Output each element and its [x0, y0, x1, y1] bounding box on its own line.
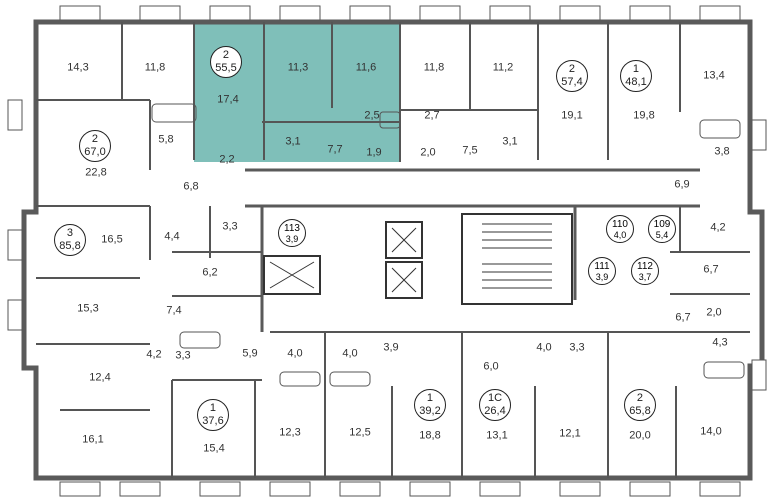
room-area: 3,1	[285, 135, 301, 148]
room-area: 12,3	[279, 426, 301, 439]
room-area: 6,2	[202, 266, 218, 279]
elevator-marks	[269, 227, 417, 293]
room-area: 7,7	[327, 143, 343, 156]
room-area: 12,1	[559, 427, 581, 440]
room-area: 6,0	[483, 360, 499, 373]
room-area: 4,3	[712, 336, 728, 349]
room-area: 12,4	[89, 371, 111, 384]
room-area: 12,5	[349, 426, 371, 439]
selected-apartment-rooms: 2	[222, 49, 230, 61]
outer-walls	[21, 19, 765, 481]
room-area: 16,1	[82, 433, 104, 446]
room-area: 7,5	[462, 144, 478, 157]
room-area: 11,8	[423, 61, 445, 74]
room-area: 16,5	[101, 233, 123, 246]
room-area: 3,9	[383, 341, 399, 354]
room-area: 11,8	[144, 61, 166, 74]
room-area: 19,1	[561, 109, 583, 122]
room-area: 4,2	[146, 348, 162, 361]
room-area: 6,8	[183, 180, 199, 193]
bathtubs	[151, 103, 745, 387]
room-area: 6,7	[675, 311, 691, 324]
room-area: 11,3	[287, 61, 309, 74]
room-area: 6,9	[674, 178, 690, 191]
room-area: 7,4	[166, 304, 182, 317]
apartment-badge-circle[interactable]	[556, 60, 588, 92]
room-area: 17,4	[217, 93, 239, 106]
room-area: 4,0	[536, 341, 552, 354]
room-area: 2,0	[706, 306, 722, 319]
apartment-badge-circle[interactable]	[620, 60, 652, 92]
room-area: 18,8	[419, 429, 441, 442]
room-area: 4,2	[710, 221, 726, 234]
windows	[7, 5, 767, 497]
room-area: 1,9	[366, 146, 382, 159]
selected-apartment-label: 2 55,5	[215, 50, 236, 74]
room-area: 2,5	[364, 109, 380, 122]
selected-apartment-area: 55,5	[215, 62, 237, 74]
room-area: 2,7	[424, 109, 440, 122]
corridor-walls	[245, 168, 700, 332]
room-area: 4,4	[164, 230, 180, 243]
room-area: 2,0	[420, 146, 436, 159]
room-area: 5,8	[158, 133, 174, 146]
room-area: 3,3	[222, 220, 238, 233]
room-area: 20,0	[629, 429, 651, 442]
room-area: 2,2	[219, 153, 235, 166]
room-area: 3,3	[569, 341, 585, 354]
apartment-badge-circle[interactable]	[479, 389, 511, 421]
apartment-badge-circle[interactable]	[79, 130, 111, 162]
apartment-badge-circle[interactable]	[197, 399, 229, 431]
interior-walls	[36, 22, 750, 478]
room-area: 19,8	[633, 109, 655, 122]
selected-apartment-badge[interactable]	[210, 46, 242, 78]
core	[263, 213, 573, 305]
room-area: 22,8	[85, 166, 107, 179]
room-area: 6,7	[703, 263, 719, 276]
stairs	[482, 223, 552, 289]
room-area: 11,2	[492, 61, 514, 74]
room-area: 11,6	[355, 61, 377, 74]
room-area: 13,4	[703, 69, 725, 82]
room-area: 14,3	[67, 61, 89, 74]
room-area: 4,0	[287, 347, 303, 360]
room-area: 3,3	[175, 349, 191, 362]
room-area: 14,0	[700, 425, 722, 438]
apartment-badge-circle[interactable]	[54, 224, 86, 256]
room-area: 3,1	[502, 135, 518, 148]
apartment-badge-circle[interactable]	[414, 389, 446, 421]
room-area: 13,1	[486, 429, 508, 442]
room-area: 15,3	[77, 302, 99, 315]
room-area: 4,0	[342, 347, 358, 360]
room-area: 15,4	[203, 442, 225, 455]
apartment-badge-circle[interactable]	[624, 389, 656, 421]
room-area: 3,8	[714, 145, 730, 158]
room-area: 5,9	[242, 347, 258, 360]
